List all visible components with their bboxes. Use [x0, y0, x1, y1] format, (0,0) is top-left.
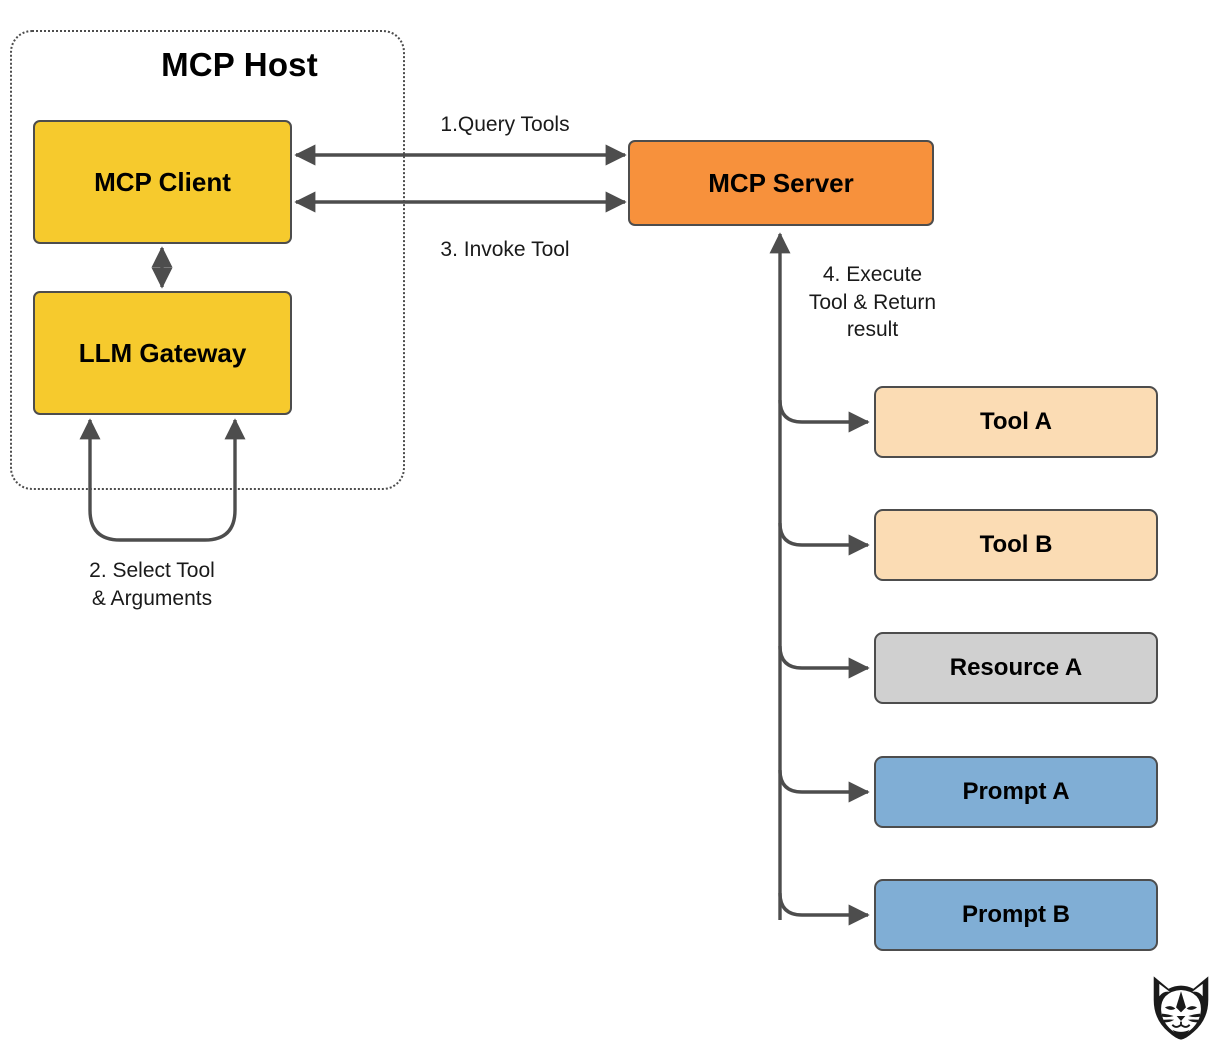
node-prompt-a-label: Prompt A — [962, 778, 1070, 805]
cat-head-logo — [1153, 976, 1209, 1040]
edge-server-resource-a — [778, 645, 870, 679]
edge-server-tool-a — [778, 399, 870, 433]
edge-label-execute-tool: 4. Execute Tool & Return result — [808, 263, 937, 342]
node-mcp-client-label: MCP Client — [94, 166, 231, 197]
edge-label-select-tool: 2. Select Tool & Arguments — [89, 559, 215, 610]
mcp-host-container — [10, 30, 405, 490]
node-resource-a-label: Resource A — [949, 654, 1083, 681]
node-prompt-b[interactable]: Prompt B — [874, 879, 1158, 951]
node-llm-gateway[interactable]: LLM Gateway — [33, 291, 292, 415]
edge-label-invoke-tool: 3. Invoke Tool — [440, 238, 570, 261]
node-tool-a-label: Tool A — [980, 408, 1052, 435]
edge-server-prompt-a — [778, 769, 870, 803]
node-llm-gateway-label: LLM Gateway — [78, 337, 247, 368]
node-tool-a[interactable]: Tool A — [874, 386, 1158, 458]
edge-label-query-tools: 1.Query Tools — [440, 113, 570, 136]
node-resource-a[interactable]: Resource A — [874, 632, 1158, 704]
edge-server-prompt-b — [778, 892, 870, 926]
node-tool-b[interactable]: Tool B — [874, 509, 1158, 581]
node-prompt-a[interactable]: Prompt A — [874, 756, 1158, 828]
mcp-host-title: MCP Host — [161, 46, 318, 83]
node-tool-b-label: Tool B — [979, 531, 1053, 558]
node-prompt-b-label: Prompt B — [962, 901, 1070, 928]
edge-server-tool-b — [778, 522, 870, 556]
node-mcp-server-label: MCP Server — [708, 167, 854, 198]
node-mcp-client[interactable]: MCP Client — [33, 120, 292, 244]
node-mcp-server[interactable]: MCP Server — [628, 140, 934, 226]
